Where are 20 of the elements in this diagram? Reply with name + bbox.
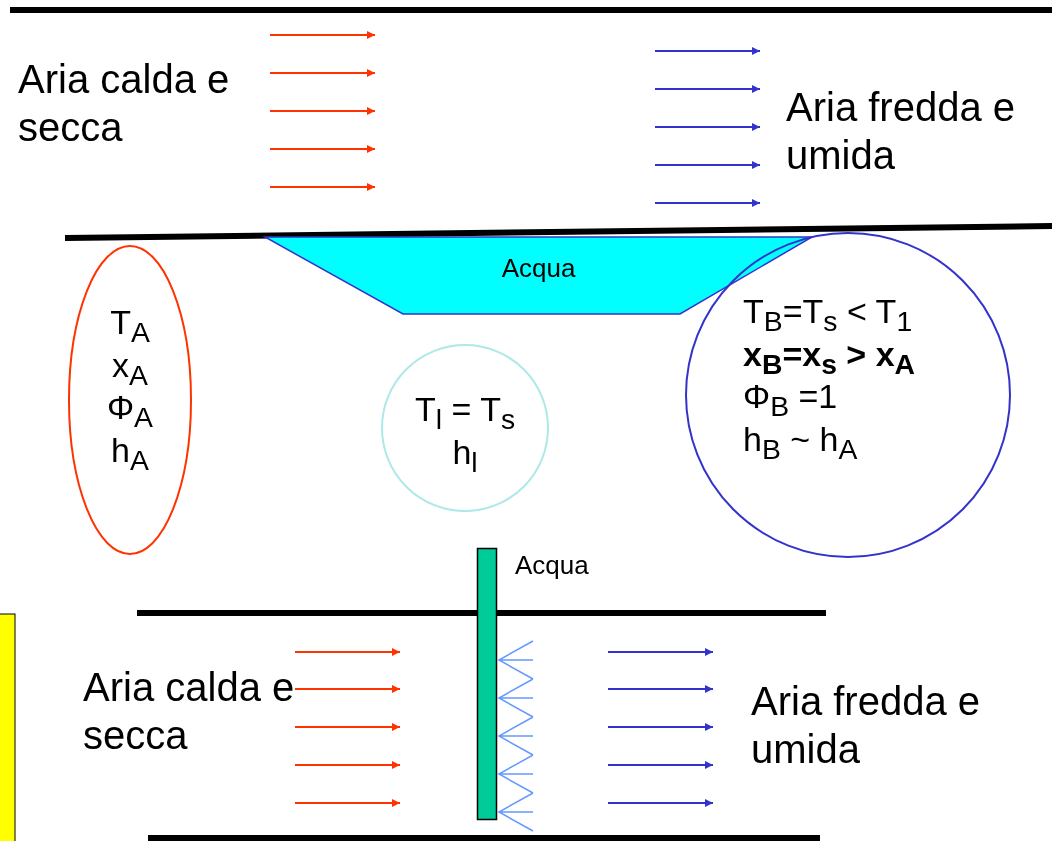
- state-circle: [381, 344, 549, 512]
- state-circle: [685, 232, 1011, 558]
- air-flow-label: Aria calda e secca: [18, 56, 231, 151]
- state-variable: Φ$_{A}$: [106, 388, 153, 427]
- state-variable: T$_{A}$: [110, 303, 150, 341]
- water-label: Acqua: [515, 550, 589, 581]
- state-variable: h$_{B}$ ~ h$_{A}$: [743, 419, 858, 458]
- state-ellipse: [68, 245, 192, 555]
- air-flow-label: Aria fredda e umida: [751, 678, 982, 773]
- air-flow-label: Aria calda e secca: [83, 664, 296, 759]
- state-variable: T$_{l}$ = T$_{s}$: [414, 390, 516, 428]
- state-variable: h$_{l}$: [452, 432, 478, 471]
- state-variable: x$_{B}$=x$_{s}$ > x$_{A}$: [743, 334, 916, 373]
- water-label: Acqua: [501, 253, 576, 283]
- wet-pad: [477, 548, 497, 820]
- state-variable: Φ$_{B}$ =1: [743, 377, 838, 416]
- air-flow-label: Aria fredda e umida: [786, 84, 1017, 179]
- state-variable: T$_{B}$=T$_{s}$ < T$_{1}$: [743, 292, 913, 330]
- state-variable: x$_{A}$: [112, 345, 148, 384]
- state-variable: h$_{A}$: [111, 430, 149, 469]
